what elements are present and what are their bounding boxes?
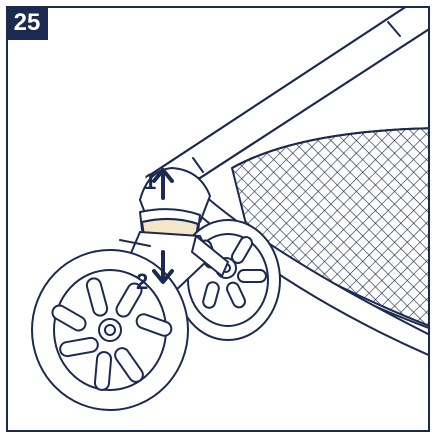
step-number-badge: 25 bbox=[6, 6, 48, 40]
arrow-up-icon bbox=[152, 168, 174, 200]
front-wheel bbox=[31, 249, 189, 411]
step-label-up: 1 bbox=[144, 169, 156, 194]
panel-border bbox=[6, 6, 430, 432]
arrow-down-icon bbox=[152, 250, 174, 284]
step-label-down: 2 bbox=[136, 269, 148, 294]
